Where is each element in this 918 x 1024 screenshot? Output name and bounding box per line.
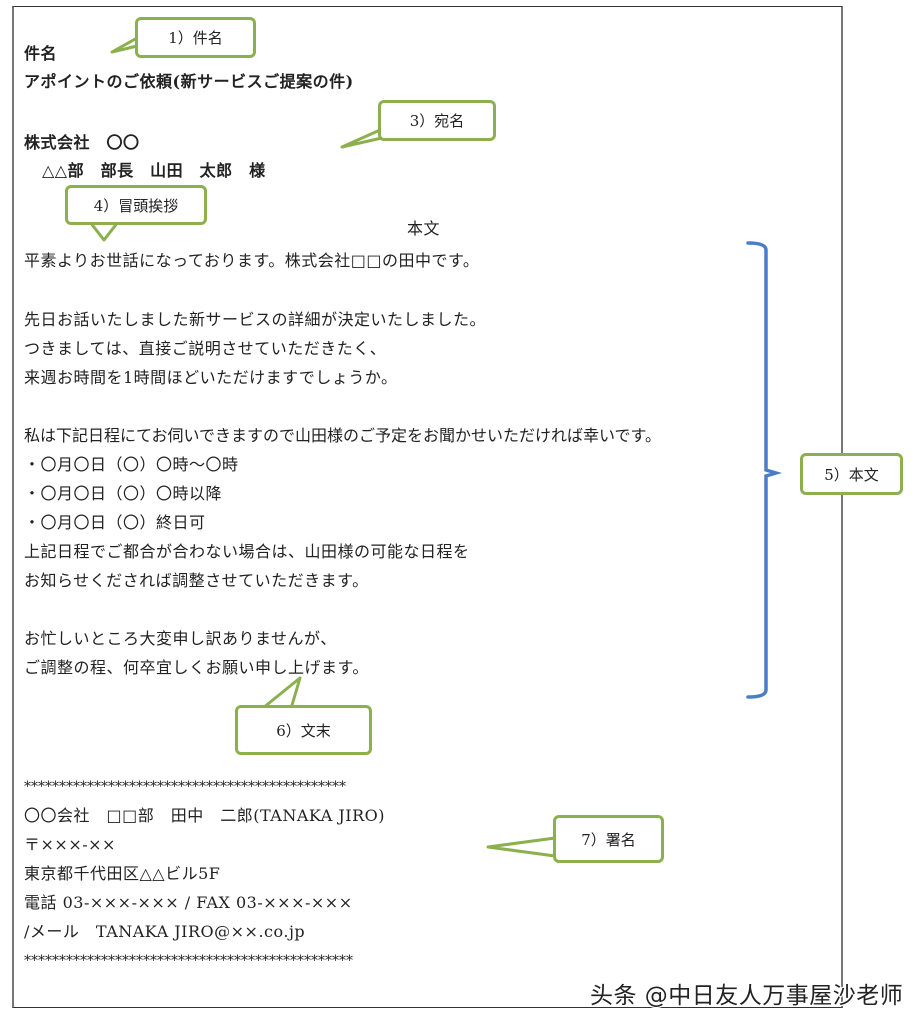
schedule-item: ・〇月〇日（〇）〇時～〇時 — [24, 455, 239, 474]
schedule-item: ・〇月〇日（〇）終日可 — [24, 513, 206, 532]
signature-email: /メール TANAKA JIRO@××.co.jp — [24, 922, 306, 941]
signature-phone-fax: 電話 03-×××-××× / FAX 03-×××-××× — [24, 893, 353, 912]
body-heading: 本文 — [407, 219, 441, 238]
callout-signature: 7）署名 — [553, 815, 664, 863]
signature-name: 〇〇会社 □□部 田中 二郎(TANAKA JIRO) — [24, 806, 385, 825]
body-line: 私は下記日程にてお伺いできますので山田様のご予定をお聞かせいただければ幸いです。 — [24, 426, 661, 445]
body-line: お忙しいところ大変申し訳ありませんが、 — [24, 629, 337, 648]
recipient-company: 株式会社 〇〇 — [24, 133, 140, 152]
document-page — [12, 6, 843, 1008]
callout-closing: 6）文末 — [235, 705, 372, 755]
closing-line: ご調整の程、何卒宜しくお願い申し上げます。 — [24, 658, 369, 677]
signature-border-bottom: ****************************************… — [24, 953, 353, 969]
subject-text: アポイントのご依頼(新サービスご提案の件) — [24, 72, 354, 91]
signature-address: 東京都千代田区△△ビル5F — [24, 864, 221, 883]
callout-body: 5）本文 — [800, 453, 903, 495]
callout-subject: 1）件名 — [135, 17, 256, 58]
signature-postal: 〒×××-×× — [24, 835, 116, 854]
watermark: 头条 @中日友人万事屋沙老师 — [590, 983, 904, 1009]
callout-opening-greeting: 4）冒頭挨拶 — [65, 185, 207, 225]
subject-label: 件名 — [24, 44, 58, 63]
body-line: 上記日程でご都合が合わない場合は、山田様の可能な日程を — [24, 542, 470, 561]
body-line: 先日お話いたしました新サービスの詳細が決定いたしました。 — [24, 310, 487, 329]
signature-border-top: ****************************************… — [24, 779, 346, 795]
body-line: 来週お時間を1時間ほどいただけますでしょうか。 — [24, 368, 398, 387]
body-line: つきましては、直接ご説明させていただきたく、 — [24, 339, 387, 358]
callout-recipient: 3）宛名 — [378, 100, 496, 141]
schedule-item: ・〇月〇日（〇）〇時以降 — [24, 484, 223, 503]
recipient-person-text: △△部 部長 山田 太郎 様 — [42, 161, 266, 180]
body-line-greeting: 平素よりお世話になっております。株式会社□□の田中です。 — [24, 251, 480, 270]
body-line: お知らせくだされば調整させていただきます。 — [24, 571, 369, 590]
recipient-person: △△部 部長 山田 太郎 様 — [24, 161, 266, 181]
